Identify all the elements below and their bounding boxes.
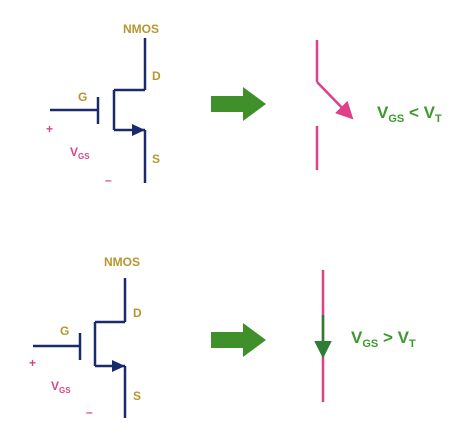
top-device-label: NMOS	[123, 22, 159, 36]
top-open-switch	[315, 40, 354, 170]
top-transition-arrow-icon	[211, 87, 266, 121]
bottom-drain-label: D	[133, 306, 142, 320]
top-gate-label: G	[78, 90, 87, 104]
top-source-label: S	[152, 152, 160, 166]
bottom-nmos-symbol	[33, 278, 127, 418]
bottom-vgs-label: VGS	[51, 379, 71, 395]
bottom-device-label: NMOS	[104, 255, 140, 269]
top-minus-sign: –	[105, 173, 112, 187]
top-plus-sign: +	[46, 122, 53, 136]
bottom-plus-sign: +	[29, 356, 36, 370]
bottom-transition-arrow-icon	[211, 323, 266, 357]
bottom-source-label: S	[133, 389, 141, 403]
top-drain-label: D	[152, 69, 161, 83]
bottom-minus-sign: –	[86, 405, 93, 419]
top-nmos-symbol	[50, 38, 147, 183]
bottom-gate-label: G	[60, 324, 69, 338]
bottom-source-arrow-icon	[112, 360, 125, 372]
top-switch-blade	[316, 81, 354, 120]
top-source-arrow-icon	[132, 124, 145, 136]
top-vgs-label: VGS	[70, 145, 90, 161]
bottom-condition-label: VGS > VT	[351, 328, 416, 350]
top-condition-label: VGS < VT	[377, 103, 442, 125]
